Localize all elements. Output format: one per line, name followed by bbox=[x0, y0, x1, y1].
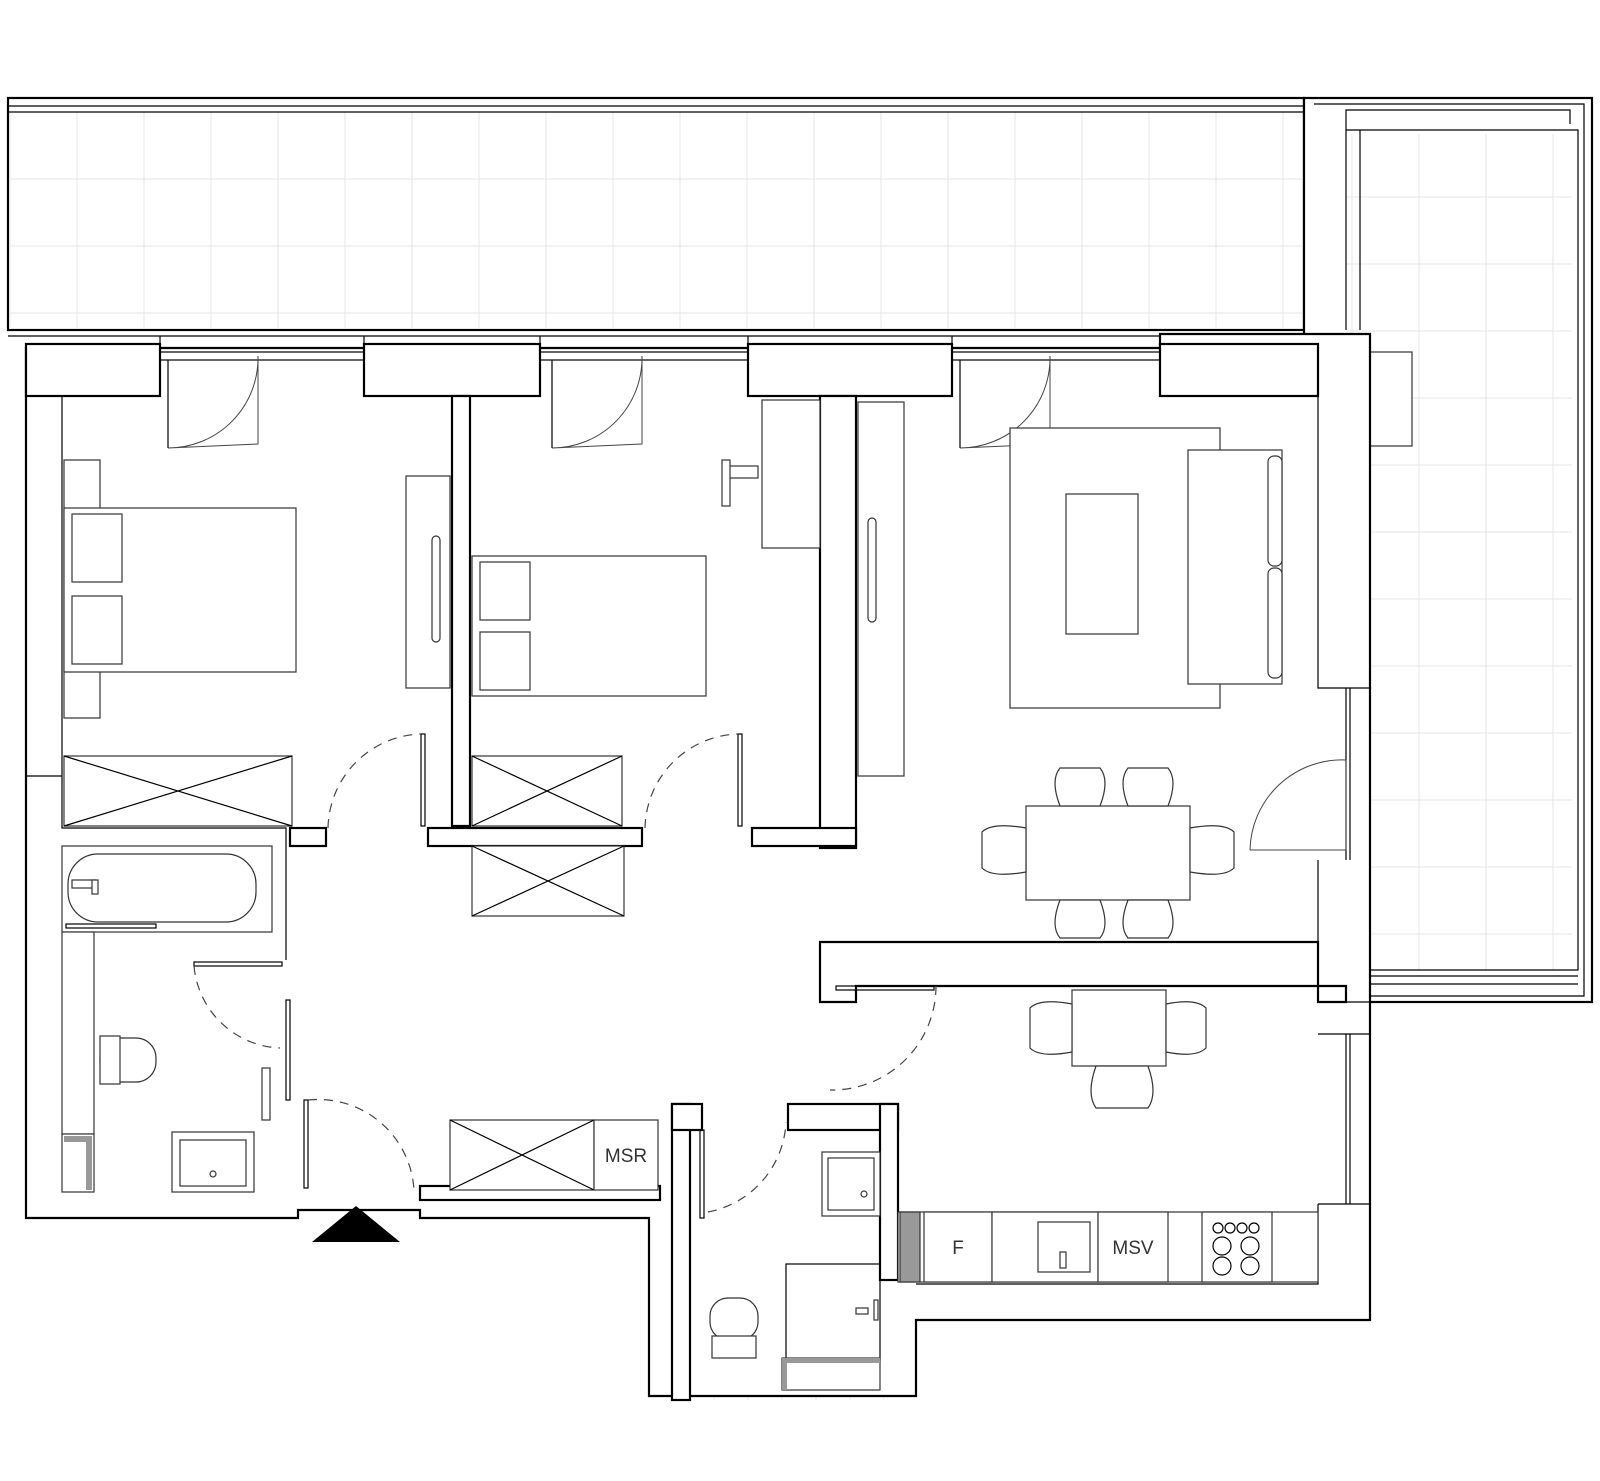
living-room bbox=[981, 427, 1283, 939]
bedroom-2 bbox=[471, 399, 905, 827]
kitchen: F MSV bbox=[897, 989, 1319, 1283]
entry-cabinet bbox=[449, 1119, 595, 1191]
terrace bbox=[6, 96, 1594, 1004]
wc bbox=[709, 1151, 881, 1391]
msr-cabinet-label: MSR bbox=[605, 1146, 647, 1167]
hall-wardrobe bbox=[471, 845, 625, 917]
interior-walls bbox=[285, 394, 1348, 1402]
interior-doors bbox=[193, 733, 1347, 1219]
wardrobe bbox=[63, 755, 293, 827]
entrance-triangle-icon bbox=[312, 1206, 400, 1242]
fridge-label: F bbox=[952, 1238, 964, 1259]
dishwasher-label: MSV bbox=[1112, 1238, 1154, 1259]
dining-table-small bbox=[1029, 989, 1207, 1109]
facade bbox=[24, 336, 1320, 449]
wardrobe bbox=[471, 755, 623, 827]
hall: MSR bbox=[312, 845, 659, 1242]
dining-table-large bbox=[981, 767, 1235, 939]
bedroom-1 bbox=[63, 459, 451, 827]
bathroom bbox=[61, 845, 273, 1193]
